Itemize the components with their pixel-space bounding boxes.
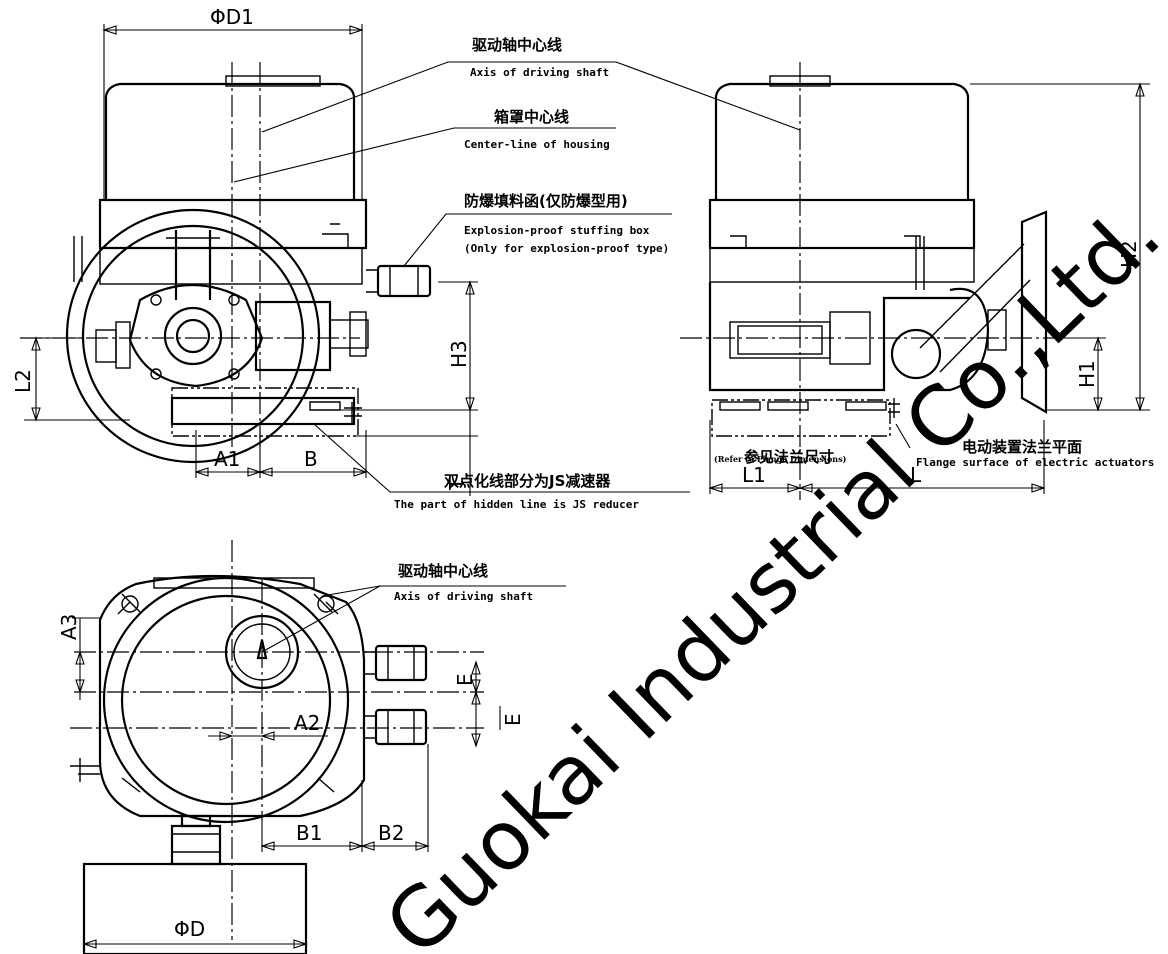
bottom-view-dimensions: A3 A2 E E B1 B2 ΦD [57,614,525,950]
dim-phi-d: ΦD [174,917,205,941]
label-stuffing-cn: 防爆填料函(仅防爆型用) [464,192,628,210]
dim-h2: H2 [1117,240,1141,268]
label-reducer-cn: 双点化线部分为JS减速器 [444,472,611,490]
label-driving-shaft-en: Axis of driving shaft [470,66,609,79]
front-view [20,62,432,464]
dim-l2: L2 [11,369,35,393]
label-stuffing-en-1: Explosion-proof stuffing box [464,224,650,237]
label-bottom-shaft-en: Axis of driving shaft [394,590,533,603]
label-housing-en: Center-line of housing [464,138,610,151]
side-view-annotations: 参见法兰尺寸 (Refer to Flange Dimensions) 电动装置… [615,61,1154,469]
label-flange-surface-cn: 电动装置法兰平面 [962,438,1082,456]
dim-a2: A2 [294,711,320,735]
dim-phi-d1: ΦD1 [210,5,254,29]
flange-ref-en-text: (Refer to Flange Dimensions) [714,454,847,464]
dim-t: T [445,477,469,491]
label-flange-surface-en: Flange surface of electric actuators [916,456,1154,469]
front-view-annotations: 驱动轴中心线 Axis of driving shaft 箱罩中心线 Cente… [233,36,690,511]
dim-l1: L1 [742,463,766,487]
dim-b: B [304,447,318,471]
label-stuffing-en-2: (Only for explosion-proof type) [464,242,669,255]
dim-b1: B1 [296,821,322,845]
side-view [680,62,1060,500]
side-view-dimensions: H2 H1 L1 L [708,82,1150,494]
bottom-view-annotations: 驱动轴中心线 Axis of driving shaft [261,562,566,653]
label-flange-ref-cn: 参见法兰尺寸 [744,448,834,466]
front-view-dimensions: ΦD1 L2 A1 B H3 T [11,5,478,496]
label-driving-shaft-cn: 驱动轴中心线 [472,36,562,54]
dim-e-bottom: E [501,713,525,726]
dim-h1: H1 [1075,360,1099,388]
dim-e-top: E [453,673,477,686]
label-housing-cn: 箱罩中心线 [494,108,569,126]
dim-a1: A1 [214,447,240,471]
dim-l: L [910,463,922,487]
label-bottom-shaft-cn: 驱动轴中心线 [398,562,488,580]
dim-b2: B2 [378,821,404,845]
dim-h3: H3 [447,340,471,368]
bottom-view [70,540,484,954]
dim-a3: A3 [57,614,81,640]
label-reducer-en: The part of hidden line is JS reducer [394,498,639,511]
